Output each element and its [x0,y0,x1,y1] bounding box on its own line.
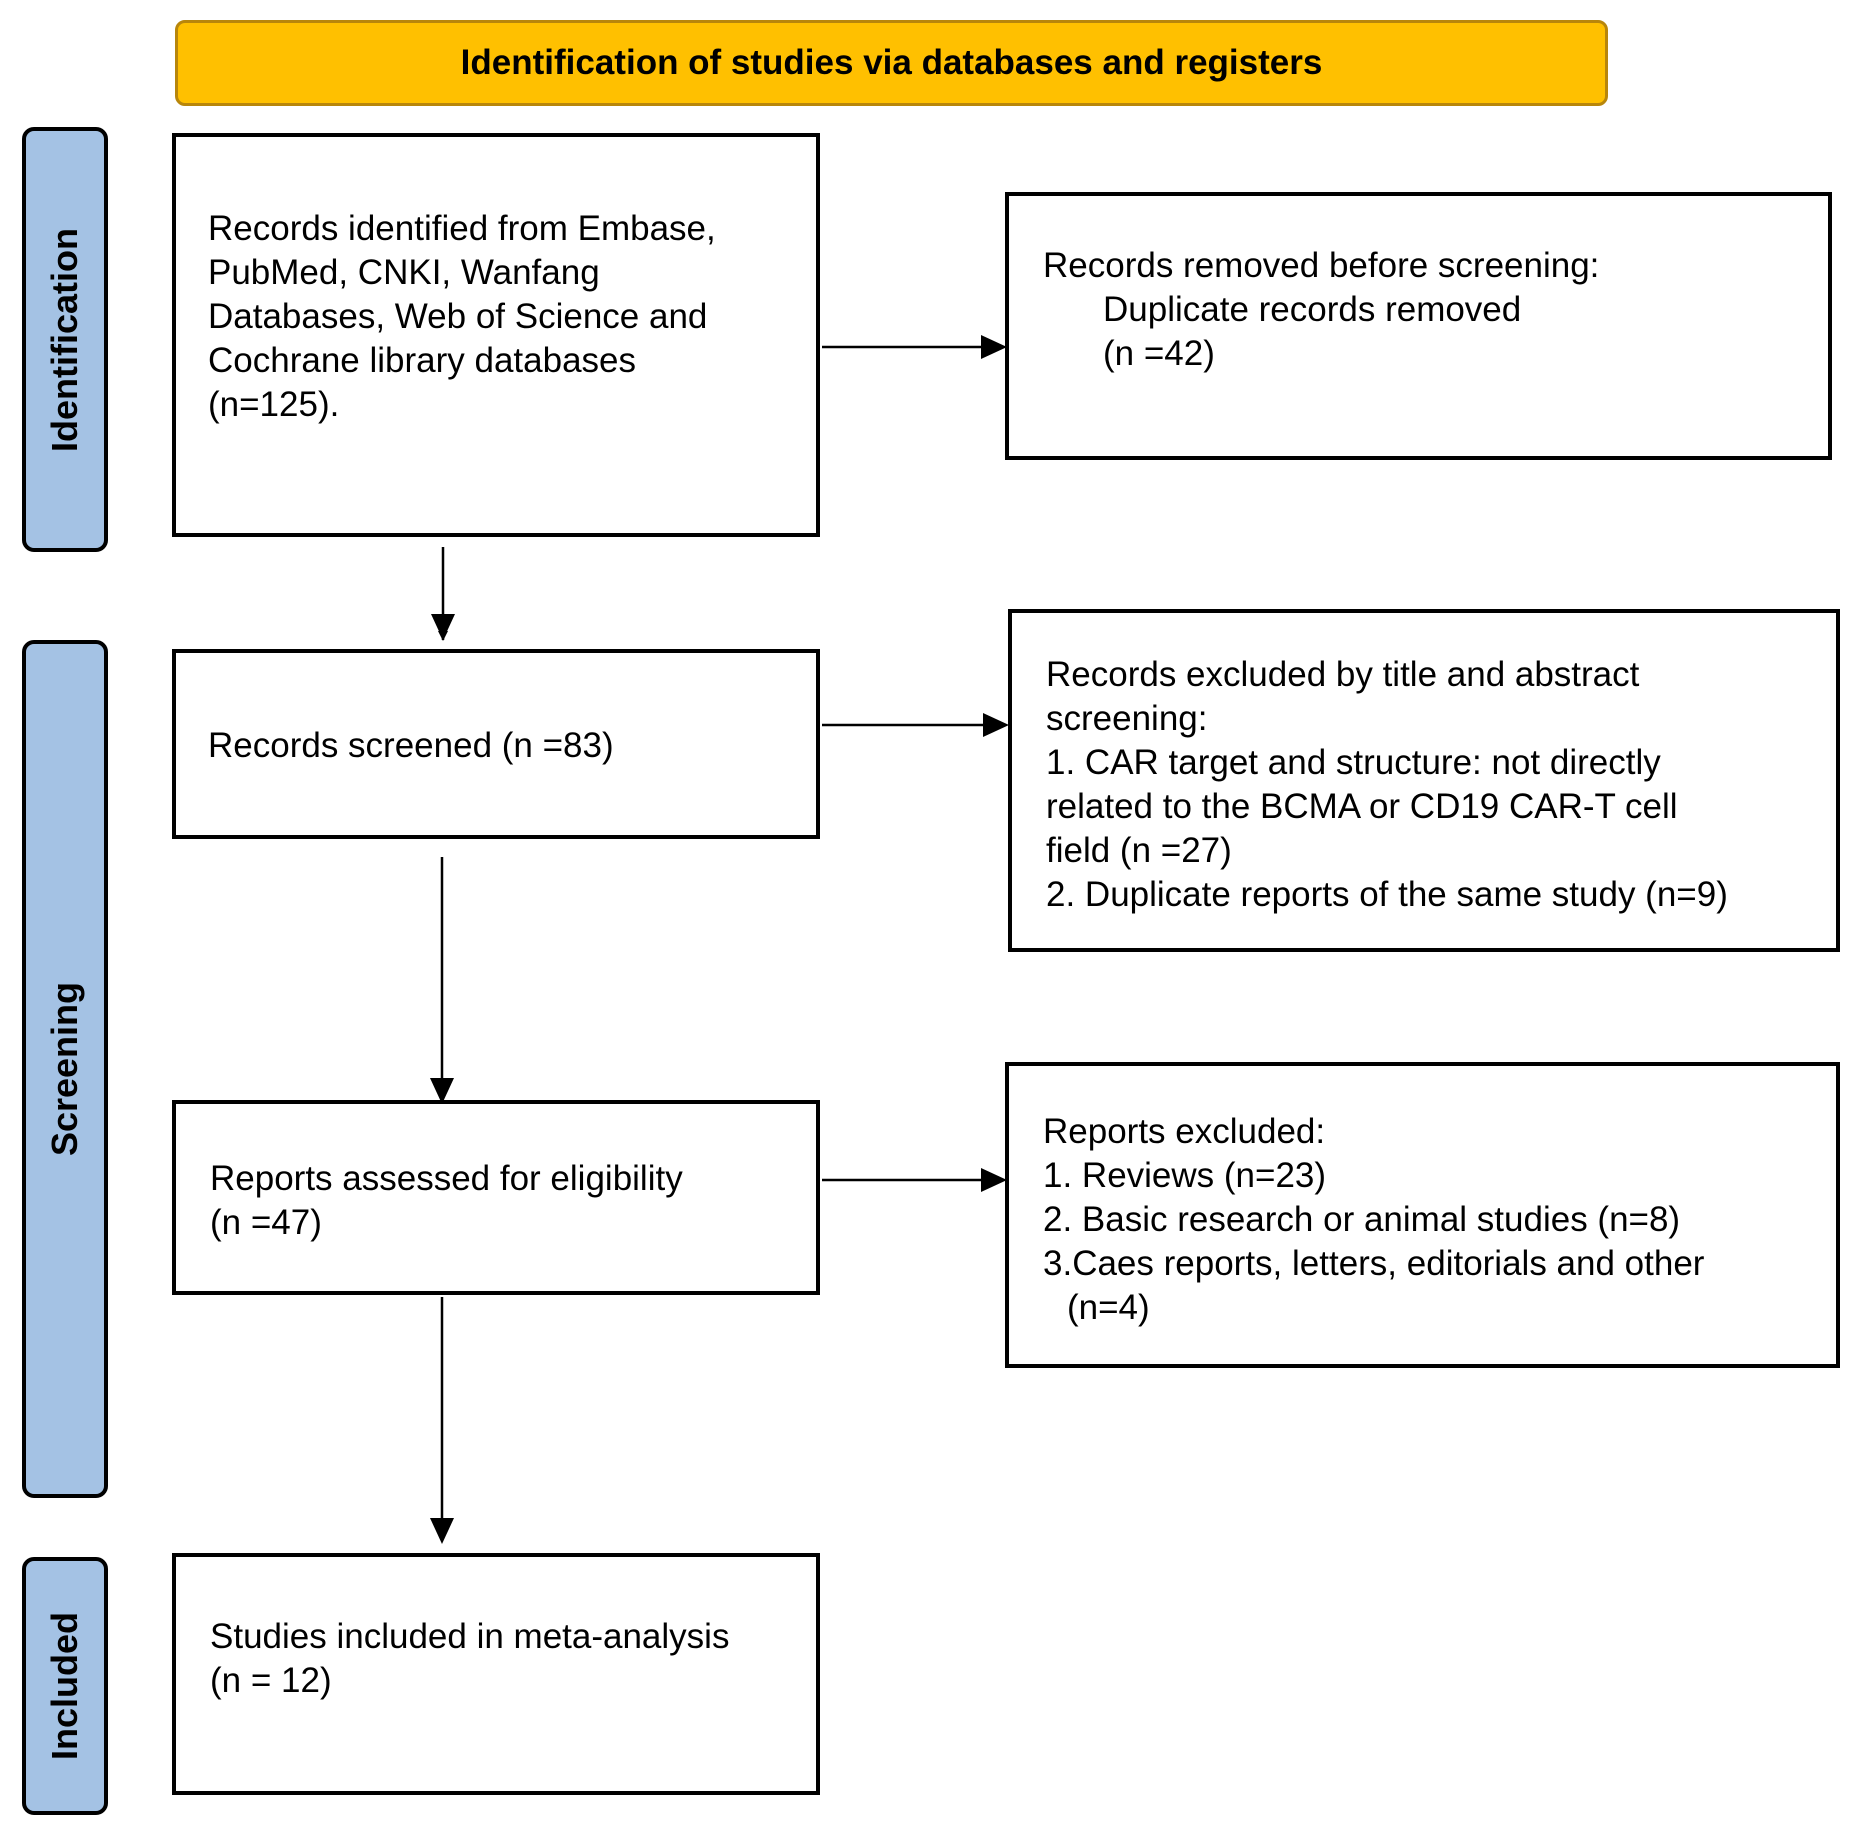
records-excluded-line: related to the BCMA or CD19 CAR-T cell [1046,787,1678,826]
diagram-title: Identification of studies via databases … [460,43,1323,82]
records-removed-heading: Records removed before screening: [1043,246,1600,285]
stage-screening: Screening [22,640,108,1498]
records-excluded-line: field (n =27) [1046,831,1232,870]
reports-assessed-count: (n =47) [210,1203,322,1242]
records-identified-line: Records identified from Embase, [208,209,716,248]
records-screened-box: Records screened (n =83) [172,649,820,839]
records-identified-line: Databases, Web of Science and [208,297,708,336]
arrowhead-identified-to-removed [981,335,1007,359]
arrowhead-identified-to-screened [431,614,455,640]
arrowhead-screened-to-excluded [983,713,1009,737]
reports-excluded-box: Reports excluded: 1. Reviews (n=23) 2. B… [1005,1062,1840,1368]
records-excluded-line: screening: [1046,699,1208,738]
records-removed-count: (n =42) [1103,334,1215,373]
records-identified-line: PubMed, CNKI, Wanfang [208,253,600,292]
records-removed-box: Records removed before screening: Duplic… [1005,192,1832,460]
records-excluded-line: 2. Duplicate reports of the same study (… [1046,875,1728,914]
records-removed-line: Duplicate records removed [1103,290,1522,329]
records-identified-line: Cochrane library databases [208,341,637,380]
records-excluded-line: Records excluded by title and abstract [1046,655,1640,694]
stage-included: Included [22,1557,108,1815]
reports-excluded-line: 3.Caes reports, letters, editorials and … [1043,1244,1705,1283]
arrowhead-screened-to-assessed [430,1078,454,1104]
studies-included-box: Studies included in meta-analysis (n = 1… [172,1553,820,1795]
diagram-title-banner: Identification of studies via databases … [175,20,1608,106]
records-identified-line: (n=125). [208,385,340,424]
studies-included-count: (n = 12) [210,1661,332,1700]
reports-excluded-line: (n=4) [1067,1288,1150,1327]
records-screened-text: Records screened (n =83) [208,726,614,765]
reports-excluded-line: 1. Reviews (n=23) [1043,1156,1327,1195]
records-excluded-line: 1. CAR target and structure: not directl… [1046,743,1661,782]
reports-assessed-box: Reports assessed for eligibility (n =47) [172,1100,820,1295]
reports-assessed-line: Reports assessed for eligibility [210,1159,683,1198]
arrowhead-assessed-to-included [430,1518,454,1544]
stage-identification: Identification [22,127,108,552]
reports-excluded-line: 2. Basic research or animal studies (n=8… [1043,1200,1681,1239]
records-identified-box: Records identified from Embase, PubMed, … [172,133,820,537]
records-excluded-box: Records excluded by title and abstract s… [1008,609,1840,952]
studies-included-line: Studies included in meta-analysis [210,1617,730,1656]
arrowhead-assessed-to-excluded [981,1168,1007,1192]
reports-excluded-heading: Reports excluded: [1043,1112,1326,1151]
